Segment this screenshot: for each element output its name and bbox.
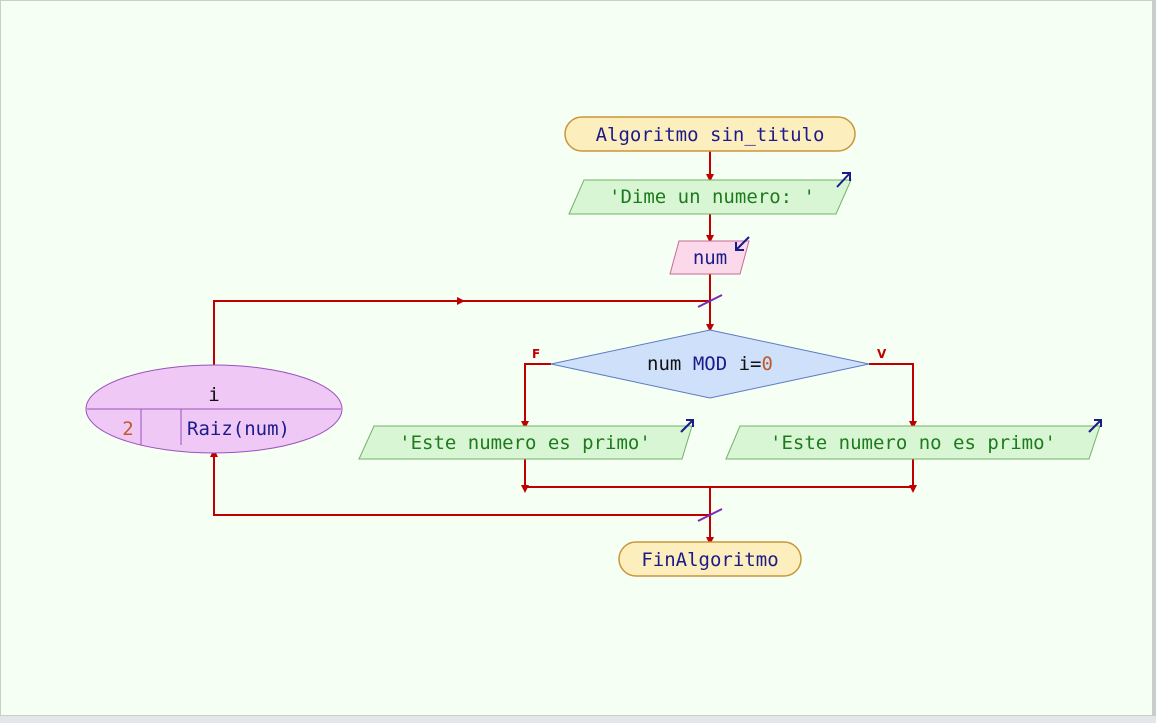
output-not-prime-text: 'Este numero no es primo' xyxy=(770,432,1056,454)
input-arrow-icon xyxy=(735,236,750,251)
decision-condition[interactable]: num MOD i=0 xyxy=(550,329,870,399)
true-branch-label: V xyxy=(877,347,887,361)
output-prompt[interactable]: 'Dime un numero: ' xyxy=(568,172,852,215)
flow-loop-back-bottom xyxy=(210,449,710,516)
output-prime[interactable]: 'Este numero es primo' xyxy=(358,419,694,460)
condition-operator: MOD xyxy=(693,353,727,375)
flow-loop-back-top xyxy=(213,300,710,365)
condition-var: i xyxy=(739,353,750,375)
end-terminal[interactable]: FinAlgoritmo xyxy=(618,541,802,577)
end-keyword: FinAlgoritmo xyxy=(641,549,778,571)
svg-text:Algoritmo sin_titulo: Algoritmo sin_titulo xyxy=(596,124,825,146)
condition-value: 0 xyxy=(762,353,773,375)
loop-join-mark-bottom xyxy=(697,508,723,522)
start-terminal[interactable]: Algoritmo sin_titulo xyxy=(564,116,856,152)
condition-eq: = xyxy=(750,353,761,375)
flow-lines xyxy=(210,151,917,545)
output-arrow-icon xyxy=(836,172,851,188)
flow-true-merge xyxy=(710,459,914,488)
output-not-prime[interactable]: 'Este numero no es primo' xyxy=(725,419,1102,460)
loop-start-value: 2 xyxy=(122,418,133,440)
start-algorithm-name: sin_titulo xyxy=(710,124,824,146)
flow-false-branch xyxy=(521,363,551,429)
flow-true-branch xyxy=(869,363,917,429)
output-prompt-text: 'Dime un numero: ' xyxy=(609,186,815,208)
loop-end-value: Raiz(num) xyxy=(187,418,290,440)
output-arrow-icon xyxy=(680,419,694,433)
loop-variable: i xyxy=(208,384,219,406)
input-num[interactable]: num xyxy=(669,236,750,275)
condition-lhs: num xyxy=(647,353,681,375)
svg-text:num MOD i=0: num MOD i=0 xyxy=(647,353,773,375)
flow-false-merge xyxy=(524,459,710,488)
input-var-text: num xyxy=(693,247,727,269)
window-bottom-edge xyxy=(0,716,1156,723)
loop-join-mark-top xyxy=(697,294,723,308)
output-arrow-icon xyxy=(1088,419,1102,433)
false-branch-label: F xyxy=(532,347,540,361)
output-prime-text: 'Este numero es primo' xyxy=(399,432,651,454)
for-loop-block[interactable]: i 2 Raiz(num) xyxy=(85,364,343,454)
start-keyword: Algoritmo xyxy=(596,124,699,146)
